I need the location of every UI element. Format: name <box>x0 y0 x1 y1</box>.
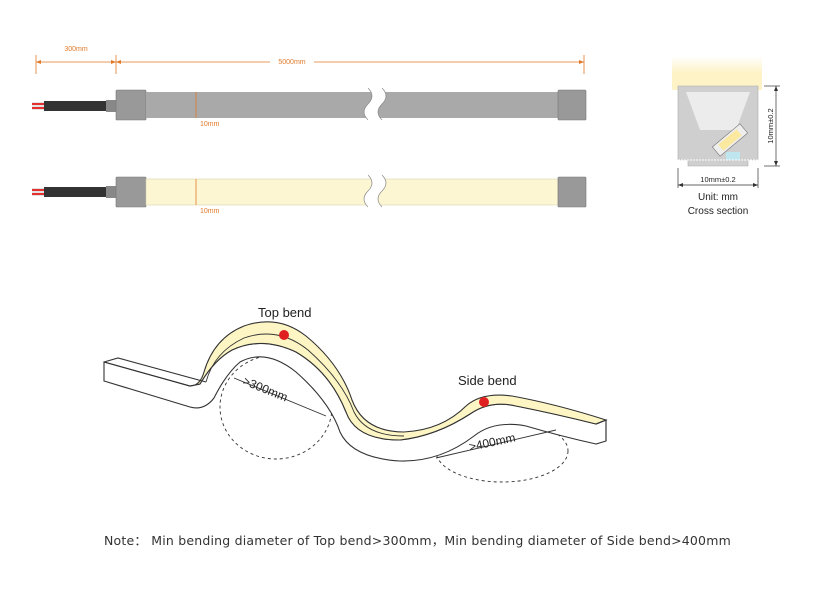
end-cap-right <box>557 89 587 121</box>
top-bend-label: Top bend <box>258 305 312 320</box>
top-bend-marker <box>279 330 289 340</box>
cross-section-height-label: 10mm±0.2 <box>766 108 775 143</box>
note-text: Note： Min bending diameter of Top bend>3… <box>104 533 731 548</box>
width-label-unlit: 10mm <box>200 121 220 128</box>
width-label-lit: 10mm <box>200 208 220 215</box>
cable-wires <box>32 100 118 112</box>
cross-section-drawing: 10mm±0.2 10mm±0.2 Unit: mm Cross section <box>672 56 780 217</box>
strip-body-lit <box>145 178 559 206</box>
bend-illustration: Top bend Side bend >300mm >400mm <box>103 305 608 483</box>
led-strip-unlit: 10mm <box>32 87 587 128</box>
cable-wires-2 <box>32 186 118 198</box>
end-cap-left-2 <box>115 176 147 208</box>
strip-length-label: 5000mm <box>278 59 305 66</box>
lead-length-label: 300mm <box>64 46 88 53</box>
end-cap-left <box>115 89 147 121</box>
led-strip-lit: 10mm <box>32 174 587 215</box>
cross-section-title: Cross section <box>688 206 749 217</box>
side-bend-label: Side bend <box>458 373 517 388</box>
top-bend-diameter-label: >300mm <box>241 374 290 405</box>
side-bend-marker <box>479 397 489 407</box>
cross-section-width-label: 10mm±0.2 <box>700 175 735 184</box>
unit-label: Unit: mm <box>698 192 738 203</box>
end-cap-right-2 <box>557 176 587 208</box>
length-dimension-row: 300mm 5000mm <box>35 46 585 74</box>
strip-body <box>146 92 558 118</box>
